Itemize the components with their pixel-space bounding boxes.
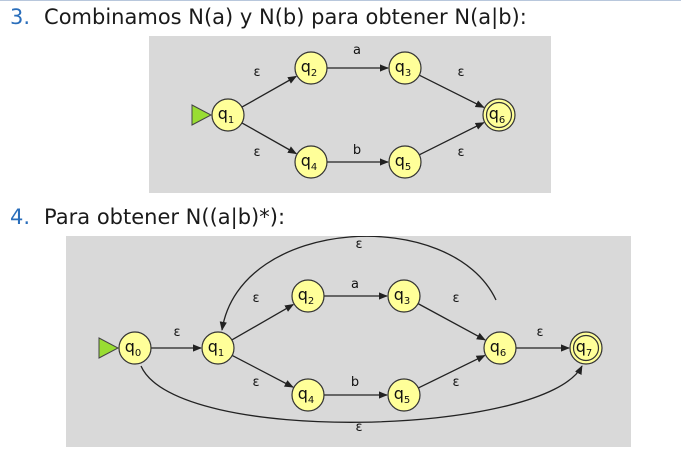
step-4-text: Para obtener N((a|b)*): — [44, 205, 286, 229]
transition-label-q6-q1: ε — [355, 237, 362, 252]
state-q0: q0 — [118, 331, 152, 365]
transition-label-q5-q6: ε — [452, 375, 459, 390]
transition-q3-q6 — [417, 303, 486, 341]
transition-label-q1-q2: ε — [253, 65, 260, 80]
state-q4: q4 — [291, 378, 325, 412]
transition-label-q1-q4: ε — [253, 145, 260, 160]
state-q4: q4 — [294, 145, 328, 179]
transition-q5-q6 — [419, 122, 485, 156]
step-4-heading: 4. Para obtener N((a|b)*): — [10, 205, 285, 229]
step-4-number: 4. — [10, 205, 31, 229]
transition-label-q3-q6: ε — [452, 291, 459, 306]
transition-q5-q6 — [418, 354, 486, 389]
state-q6: q6 — [483, 331, 517, 365]
transition-q1-q4 — [231, 354, 294, 388]
nfa-union-panel: q1 q2 q3 q4 q5 q6 ε ε a b ε ε — [149, 36, 551, 193]
step-3-heading: 3. Combinamos N(a) y N(b) para obtener N(… — [10, 5, 527, 29]
transition-label-q4-q5: b — [351, 375, 359, 390]
step-3-number: 3. — [10, 5, 31, 29]
nfa-star-panel: q0 q1 q2 q3 q4 q5 q6 q7 ε ε ε a b ε ε ε ε ε — [66, 235, 631, 447]
step-3-text: Combinamos N(a) y N(b) para obtener N(a|… — [44, 5, 527, 29]
transition-label-q4-q5: b — [353, 143, 361, 158]
nfa-union-diagram: q1 q2 q3 q4 q5 q6 ε ε a b ε ε — [191, 43, 516, 179]
transition-q6-q1 — [219, 235, 497, 331]
transition-q3-q6 — [419, 74, 485, 108]
start-arrow-icon — [98, 337, 120, 359]
state-q7: q7 — [569, 331, 603, 365]
top-border — [0, 0, 681, 1]
transition-q1-q4 — [241, 122, 297, 155]
transition-label-q2-q3: a — [351, 277, 359, 292]
state-q3: q3 — [388, 51, 422, 85]
start-arrow-icon — [191, 104, 213, 126]
transition-label-q1-q4: ε — [252, 375, 259, 390]
state-q1: q1 — [201, 331, 235, 365]
state-q3: q3 — [387, 279, 421, 313]
transition-label-q0-q1: ε — [173, 325, 180, 340]
transition-q1-q2 — [241, 75, 297, 108]
transition-label-q5-q6: ε — [457, 145, 464, 160]
state-q6: q6 — [482, 98, 516, 132]
state-q5: q5 — [388, 145, 422, 179]
transition-label-q3-q6: ε — [457, 65, 464, 80]
transition-label-q2-q3: a — [353, 43, 361, 58]
transition-label-q0-q7: ε — [355, 420, 362, 435]
nfa-star-diagram: q0 q1 q2 q3 q4 q5 q6 q7 ε ε ε a b ε ε ε ε ε — [98, 235, 603, 435]
transition-label-q6-q7: ε — [536, 325, 543, 340]
state-q1: q1 — [211, 98, 245, 132]
transition-q0-q7 — [140, 365, 583, 423]
state-q5: q5 — [387, 378, 421, 412]
transition-q1-q2 — [231, 303, 295, 341]
transition-label-q1-q2: ε — [252, 291, 259, 306]
state-q2: q2 — [291, 279, 325, 313]
state-q2: q2 — [294, 51, 328, 85]
